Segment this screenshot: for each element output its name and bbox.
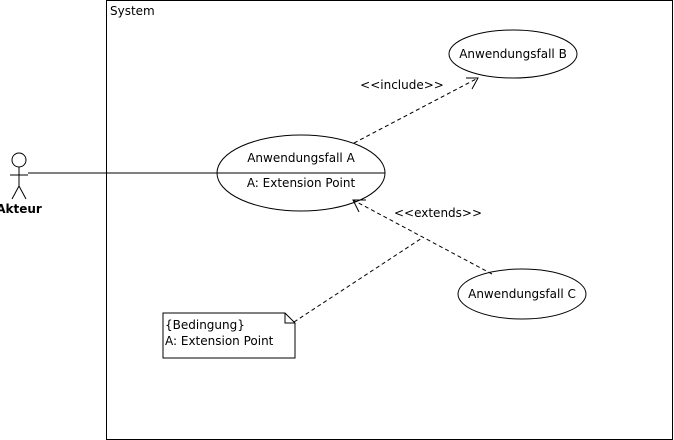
use-case-b-name: Anwendungsfall B xyxy=(459,47,567,61)
note-connector-line[interactable] xyxy=(293,237,423,323)
use-case-a-name: Anwendungsfall A xyxy=(247,151,355,165)
use-case-c[interactable] xyxy=(457,268,587,320)
system-label: System xyxy=(110,4,155,18)
system-boundary xyxy=(106,0,673,440)
extends-label: <<extends>> xyxy=(394,206,482,220)
use-case-c-name: Anwendungsfall C xyxy=(468,287,576,301)
actor-head xyxy=(11,152,27,168)
constraint-note[interactable] xyxy=(162,312,296,359)
include-label: <<include>> xyxy=(360,78,444,92)
include-dependency-line[interactable] xyxy=(353,77,479,144)
actor-leg-left xyxy=(11,185,20,200)
extends-arrowhead xyxy=(352,199,366,213)
actor-figure[interactable] xyxy=(10,152,28,200)
use-case-a-extension-point: A: Extension Point xyxy=(247,176,356,190)
note-folded-corner xyxy=(284,313,295,324)
note-extension-point-text: A: Extension Point xyxy=(165,334,274,348)
extends-dependency-line[interactable] xyxy=(352,199,493,275)
use-case-b[interactable] xyxy=(448,29,578,79)
actor-leg-right xyxy=(18,185,27,200)
include-arrowhead xyxy=(466,77,479,90)
note-condition-text: {Bedingung} xyxy=(165,318,245,332)
use-case-a[interactable] xyxy=(216,134,386,212)
actor-label: Akteur xyxy=(0,202,42,216)
